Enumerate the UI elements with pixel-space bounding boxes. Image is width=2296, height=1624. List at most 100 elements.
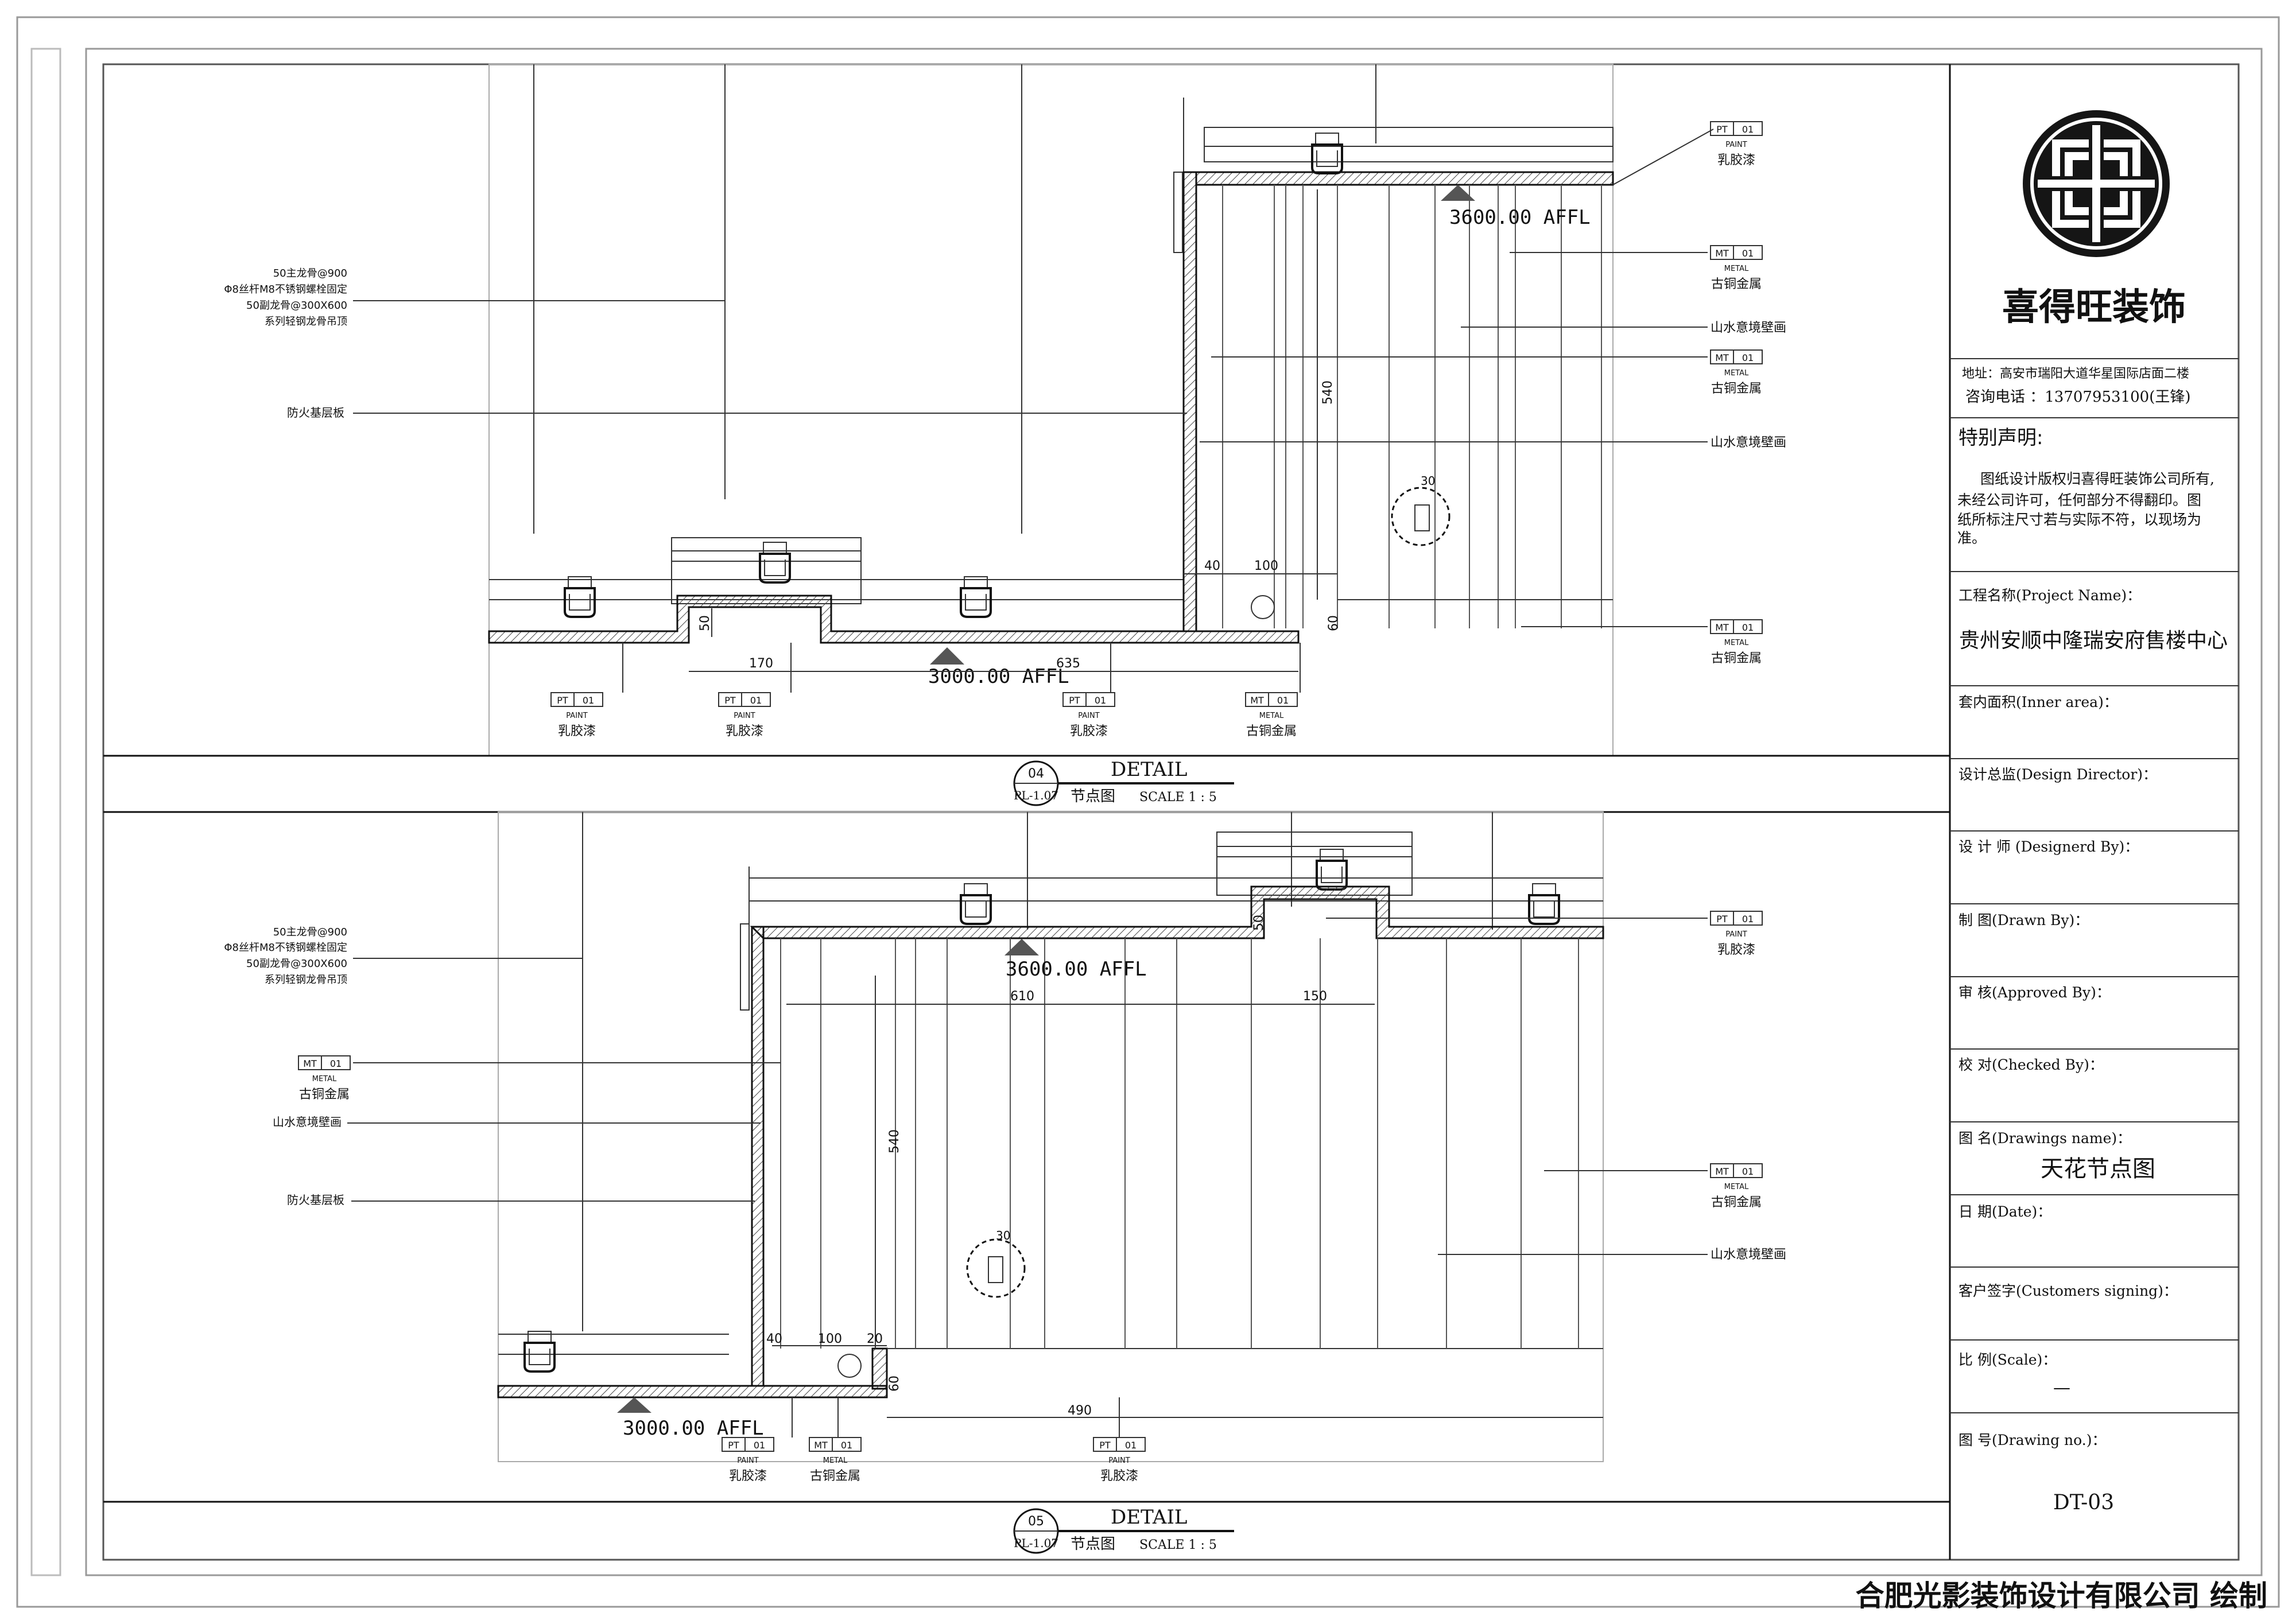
d05-dim-490: 490 (1068, 1404, 1092, 1418)
drawn-label: 制 图(Drawn By)： (1958, 912, 2089, 928)
d04-sheet: PL-1.07 (1014, 788, 1058, 802)
d05-board-label: 防火基层板 (287, 1193, 344, 1207)
tag-type: METAL (1259, 712, 1284, 720)
company-phone: 咨询电话 ：13707953100(王锋) (1965, 388, 2191, 406)
tag-no: 01 (1742, 124, 1754, 135)
approved-label: 审 核(Approved By)： (1958, 984, 2111, 1001)
d04-dim-50: 50 (698, 615, 712, 631)
d05-mural-label-left: 山水意境壁画 (273, 1115, 342, 1129)
tag-no: 01 (1742, 1166, 1754, 1177)
d04-hanger-line-3: 50副龙骨@300X600 (246, 300, 347, 312)
tag-no: 01 (1125, 1440, 1137, 1451)
tag-code: PT (557, 695, 568, 706)
area-label: 套内面积(Inner area)： (1958, 694, 2118, 710)
tag-name: 乳胶漆 (1070, 724, 1108, 739)
d05-num: 05 (1028, 1514, 1044, 1529)
d04-mural-label-2: 山水意境壁画 (1711, 436, 1786, 450)
company-name: 喜得旺装饰 (2002, 286, 2186, 329)
d04-dim-170: 170 (749, 656, 773, 671)
tag-type: PAINT (1725, 930, 1747, 939)
d05-tag-pt-2: PT 01 PAINT 乳胶漆 (1093, 1437, 1146, 1483)
tag-code: PT (1716, 914, 1728, 924)
project-label: 工程名称(Project Name)： (1958, 587, 2141, 604)
d04-dim-540: 540 (1321, 380, 1335, 405)
tag-no: 01 (750, 695, 762, 706)
drawing-name-value: 天花节点图 (2041, 1156, 2155, 1182)
tag-name: 古铜金属 (299, 1087, 350, 1102)
tag-name: 乳胶漆 (726, 724, 763, 739)
d05-hanger-label: 50主龙骨@900 Φ8丝杆M8不锈钢螺栓固定 50副龙骨@300X600 系列… (224, 926, 583, 986)
d04-tag-pt-2: PT 01 PAINT 乳胶漆 (718, 692, 771, 739)
d05-dim-40: 40 (766, 1332, 782, 1346)
tag-no: 01 (1095, 695, 1106, 706)
tag-code: MT (303, 1058, 317, 1069)
tag-code: MT (1715, 622, 1729, 633)
d04-hanger-label: 50主龙骨@900 Φ8丝杆M8不锈钢螺栓固定 50副龙骨@300X600 系列… (224, 267, 725, 328)
detail-05: 3600.00 AFFL 3000.00 AFFL 610 150 540 50… (103, 811, 1950, 1554)
d04-tag-mt-right-3: MT 01 METAL 古铜金属 (1710, 619, 1763, 666)
tag-no: 01 (841, 1440, 852, 1451)
notice-line-4: 准。 (1957, 530, 1986, 546)
tag-type: METAL (1724, 1183, 1749, 1191)
d05-dim-30: 30 (996, 1229, 1010, 1242)
notice-line-1: 图纸设计版权归喜得旺装饰公司所有, (1980, 471, 2214, 487)
d05-dim-610: 610 (1010, 989, 1034, 1004)
tag-type: METAL (1724, 639, 1749, 647)
inner-border (85, 48, 2263, 1576)
tag-name: 古铜金属 (1246, 724, 1297, 739)
tag-no: 01 (754, 1440, 765, 1451)
project-value: 贵州安顺中隆瑞安府售楼中心 (1959, 629, 2228, 652)
d05-dim-20: 20 (867, 1332, 883, 1346)
drawing-no-value: DT-03 (2053, 1491, 2114, 1514)
tag-name: 古铜金属 (1711, 277, 1762, 292)
d05-lower-elev: 3000.00 AFFL (623, 1417, 764, 1440)
company-logo (2023, 110, 2170, 257)
tag-type: PAINT (566, 712, 587, 720)
d04-hanger-line-1: 50主龙骨@900 (273, 267, 347, 279)
d04-hanger-line-4: 系列轻钢龙骨吊顶 (265, 316, 347, 328)
d04-dim-60: 60 (1327, 615, 1341, 631)
d05-dim-100: 100 (818, 1332, 842, 1346)
company-address: 地址：高安市瑞阳大道华星国际店面二楼 (1962, 367, 2189, 381)
d04-dim-40: 40 (1204, 559, 1220, 573)
d05-mural-label-right: 山水意境壁画 (1711, 1248, 1786, 1262)
tag-code: PT (1099, 1440, 1111, 1451)
tag-type: PAINT (737, 1456, 758, 1465)
tag-code: PT (1716, 124, 1728, 135)
d05-tag-mt-right: MT 01 METAL 古铜金属 (1710, 1163, 1763, 1210)
d04-tag-mt-1: MT 01 METAL 古铜金属 (1245, 692, 1298, 739)
tag-name: 古铜金属 (1711, 651, 1762, 666)
tag-code: MT (1715, 352, 1729, 363)
tag-code: MT (1250, 695, 1264, 706)
scale-value: — (2053, 1378, 2070, 1398)
d04-num: 04 (1028, 767, 1044, 781)
tag-type: PAINT (1725, 141, 1747, 149)
d05-tag-mt-1: MT 01 METAL 古铜金属 (809, 1437, 862, 1483)
scale-label: 比 例(Scale)： (1958, 1351, 2057, 1368)
notice-line-2: 未经公司许可，任何部分不得翻印。图 (1957, 492, 2201, 508)
d05-dim-540: 540 (887, 1129, 902, 1153)
tag-name: 乳胶漆 (1717, 943, 1755, 957)
d05-title: DETAIL (1111, 1506, 1187, 1529)
drawing-no-label: 图 号(Drawing no.)： (1958, 1432, 2106, 1448)
detail-04: 3000.00 AFFL 3600.00 AFFL 170 635 540 40… (103, 64, 1950, 813)
d05-hanger-line-3: 50副龙骨@300X600 (246, 958, 347, 970)
d05-scale: SCALE 1 : 5 (1139, 1538, 1217, 1552)
tag-name: 乳胶漆 (729, 1469, 767, 1483)
director-label: 设计总监(Design Director)： (1958, 766, 2157, 783)
d05-tag-pt-1: PT 01 PAINT 乳胶漆 (722, 1437, 774, 1483)
tag-no: 01 (1742, 622, 1754, 633)
footer-credit: 合肥光影装饰设计有限公司 绘制 (1856, 1579, 2267, 1613)
d05-sheet: PL-1.07 (1014, 1536, 1058, 1550)
d04-tag-mt-right-1: MT 01 METAL 古铜金属 (1710, 245, 1763, 292)
d04-upper-elev: 3600.00 AFFL (1449, 206, 1591, 229)
binding-strip (30, 48, 61, 1576)
d05-subtitle: 节点图 (1071, 1536, 1115, 1553)
d05-upper-elev: 3600.00 AFFL (1006, 958, 1147, 981)
tag-type: METAL (1724, 265, 1749, 273)
tag-name: 乳胶漆 (558, 724, 596, 739)
tag-code: MT (1715, 1166, 1729, 1177)
tag-code: PT (724, 695, 736, 706)
d05-hanger-line-2: Φ8丝杆M8不锈钢螺栓固定 (224, 942, 347, 954)
